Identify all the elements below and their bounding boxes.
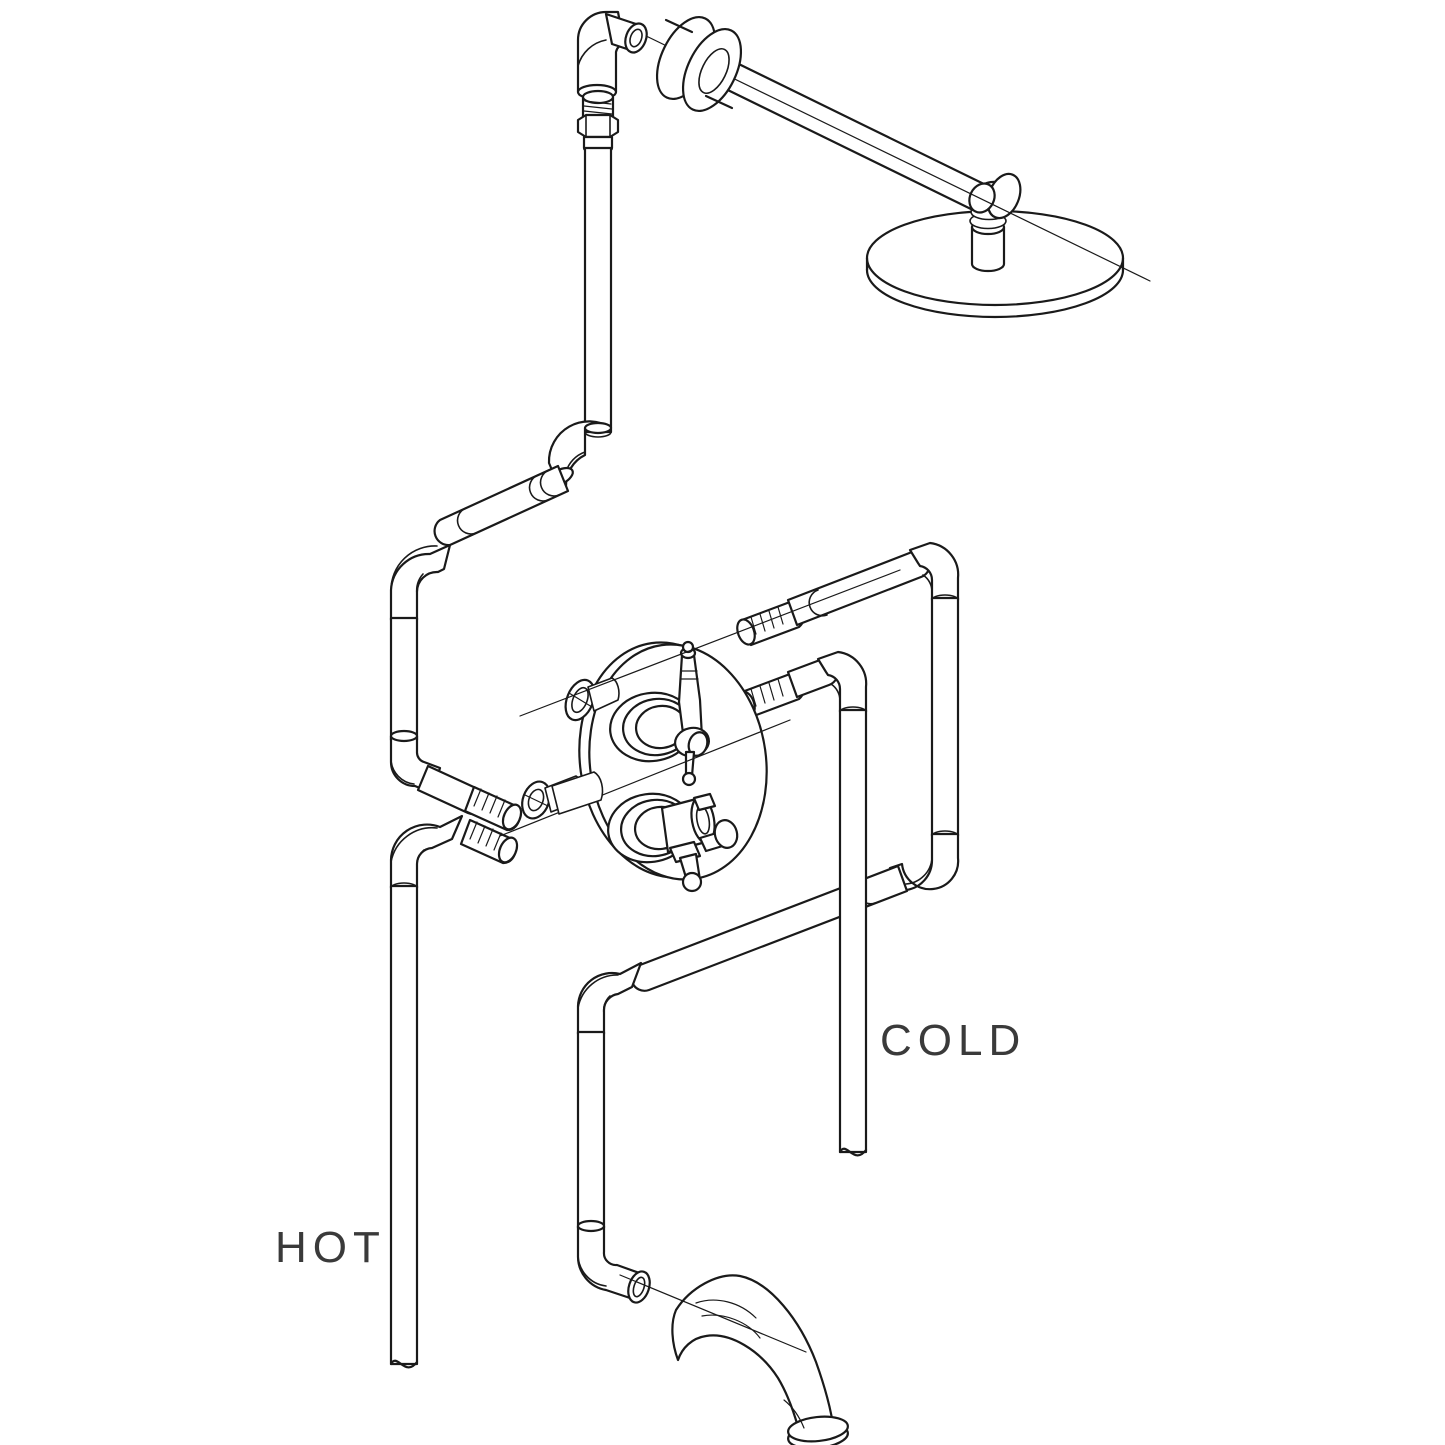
spout-elbow-bend — [577, 1253, 607, 1287]
top-elbow-inner-bend — [577, 39, 607, 67]
connector-ll-nose — [501, 803, 523, 831]
right-vertical-pipe-body — [930, 596, 960, 838]
connector-ll-hatch-1 — [473, 788, 482, 807]
label-hot: HOT — [275, 1223, 386, 1272]
hot-supply-elbow-inner-bend — [416, 849, 425, 869]
port-ring-ll-cross — [524, 794, 549, 807]
valve-upper-inlet-elbow-bend — [390, 759, 415, 785]
spout-drop-elbow-top-inner-bend — [602, 995, 611, 1015]
cross-spoke-up — [692, 792, 717, 812]
lever-handle[interactable] — [519, 569, 901, 787]
hot-supply-elbow-outer-bend — [390, 826, 438, 863]
upper-right-pipe-collar — [808, 589, 828, 617]
valve-left-lower-boss-body — [551, 771, 604, 815]
connector-ll-hatch-2 — [481, 792, 490, 811]
offset-pipe-collar-c — [456, 507, 477, 535]
tub-spout — [619, 1274, 849, 1445]
upper-offset-elbow-top-socket — [583, 421, 613, 435]
connector-hot-hatch-3 — [485, 828, 494, 847]
spout-drop-elbow-top — [576, 961, 643, 1036]
lower-offset-elbow-outer-bend — [390, 545, 438, 591]
right-upper-corner-elbow-body — [908, 541, 960, 602]
flange-edge-bottom — [704, 94, 734, 110]
valve-lower-axis-line — [499, 719, 791, 837]
flange-edge-top — [664, 18, 694, 34]
flange-front-disc — [681, 27, 743, 113]
cross-spoke-down-knob — [681, 871, 703, 893]
vertical-riser-pipe — [583, 146, 613, 438]
spout-elbow — [576, 1219, 651, 1304]
right-lower-corner-elbow-body — [888, 832, 960, 895]
offset-pipe-collar-a — [539, 469, 560, 497]
spout-elbow-outlet-bore — [632, 1276, 646, 1298]
riser-offset-elbow-lower — [389, 543, 452, 622]
flange-bore — [698, 47, 730, 95]
connector-mr-hatch-2 — [759, 685, 766, 704]
hex-nut-body — [576, 113, 620, 139]
hot-supply-elbow — [389, 814, 464, 894]
connector-mr-hatch-3 — [768, 682, 775, 701]
cross-handle[interactable] — [499, 719, 791, 893]
cold-supply-elbow-bend — [830, 683, 841, 702]
connector-mr-hatch-4 — [777, 678, 784, 697]
riser-drop-pipe-body — [389, 616, 419, 742]
hot-supply-pipe-body — [389, 884, 419, 1366]
top-elbow-outlet-bore — [629, 28, 643, 48]
connector-ur-nose — [736, 618, 756, 646]
tub-spout-highlight-3 — [783, 1399, 805, 1429]
valve-upper-axis-line — [519, 569, 901, 717]
connector-ll-hatch-4 — [497, 799, 506, 818]
hot-supply-break-line — [389, 1359, 419, 1369]
valve-upper-inlet-elbow-socket — [389, 729, 419, 743]
ball-joint-lower-collar — [970, 225, 1006, 273]
spout-drop-pipe-body — [576, 1030, 606, 1230]
riser-pipe-body — [583, 146, 613, 434]
cross-spoke-right-knob — [713, 819, 739, 849]
thread-hatch-3 — [583, 110, 613, 115]
connector-ll-hatch-3 — [489, 795, 498, 814]
spout-drop-pipe — [576, 1030, 606, 1234]
shower-arm-end-cap — [968, 182, 996, 214]
tub-spout-outlet-collar — [787, 1415, 849, 1443]
offset-pipe-collar-b — [528, 474, 549, 502]
threaded-connector-hot — [459, 818, 519, 865]
wall-flange-escutcheon — [655, 15, 743, 113]
hex-nut-nipple — [576, 89, 620, 155]
tub-spout-highlight-2 — [701, 1314, 761, 1339]
lever-tail-ball — [681, 771, 697, 787]
connector-hot-nose — [497, 836, 519, 864]
connector-hot-hatch-2 — [477, 825, 486, 844]
tub-spout-axis-line — [619, 1274, 807, 1353]
spout-drop-elbow-top-outer-bend — [577, 974, 619, 1009]
lower-offset-elbow-body — [389, 543, 452, 622]
right-vertical-pipe — [930, 596, 960, 842]
connector-hot-hatch-1 — [469, 821, 478, 840]
tub-spout-highlight-1 — [695, 1299, 757, 1319]
threaded-connector-lower-left — [463, 785, 523, 832]
port-ring-ul-bore — [571, 686, 589, 714]
valve-left-lower-boss — [551, 771, 604, 815]
right-upper-corner-elbow-bend — [922, 574, 933, 593]
thread-hatch-2 — [583, 105, 613, 110]
lower-offset-elbow-inner-bend — [415, 573, 424, 595]
spout-elbow-top-socket — [576, 1219, 606, 1233]
port-ring-ul-stub — [587, 677, 620, 712]
thread-hatch-1 — [584, 100, 612, 105]
cold-supply-elbow-body — [816, 650, 868, 714]
cold-supply-pipe-body — [838, 708, 868, 1154]
cold-supply-break-line — [838, 1147, 868, 1157]
label-cold: COLD — [880, 1016, 1026, 1065]
hot-supply-pipe — [389, 884, 419, 1369]
right-lower-corner-elbow — [888, 832, 960, 895]
riser-drop-pipe — [389, 616, 419, 746]
right-lower-corner-elbow-bend — [905, 857, 933, 885]
cold-supply-pipe — [838, 708, 868, 1157]
